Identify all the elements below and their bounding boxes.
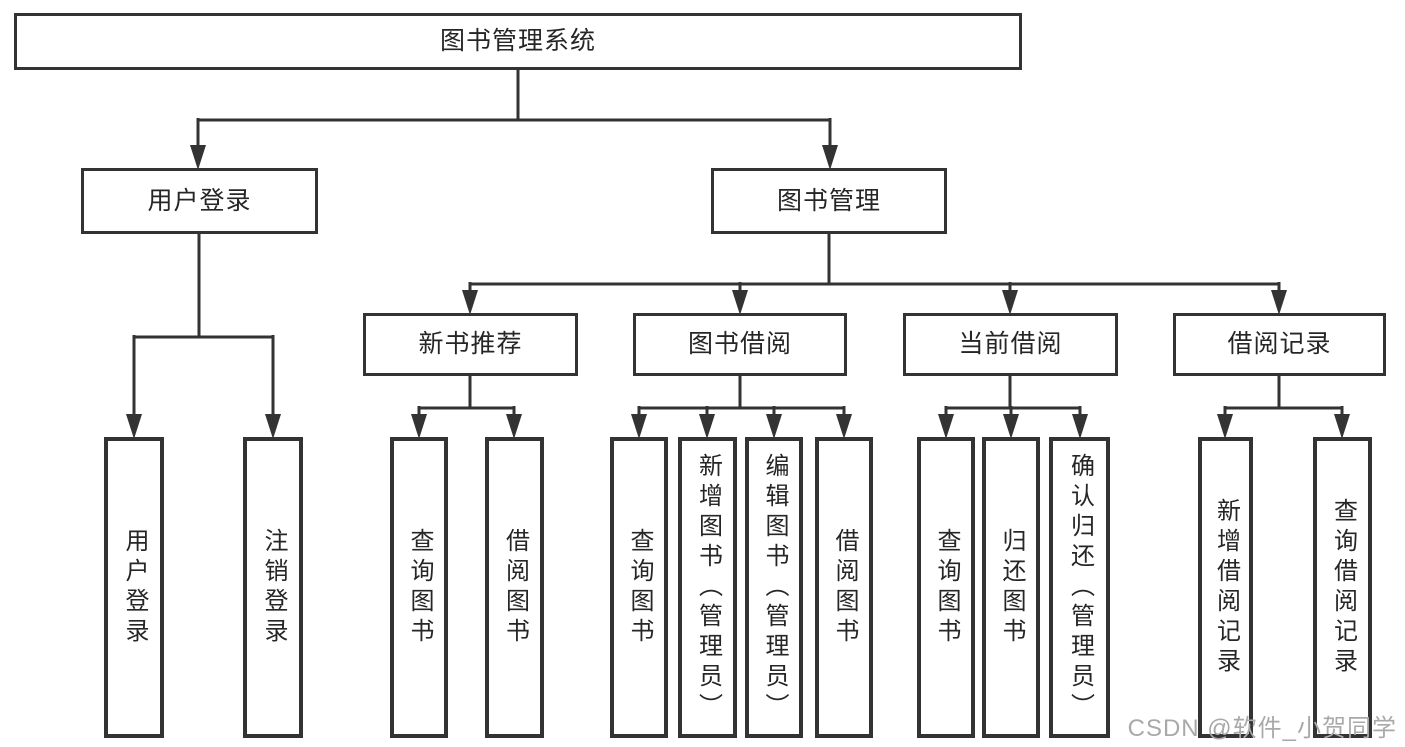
leaf-label: 查询图书 [933, 527, 960, 648]
leaf-label: 查询图书 [406, 527, 433, 648]
arrowhead [822, 145, 838, 170]
connector-user-login [132, 233, 275, 418]
arrowhead [631, 414, 647, 439]
leaf-label: 编辑图书（管理员） [761, 452, 788, 723]
arrowhead [1334, 414, 1350, 439]
leaf-user-login: 用户登录 [104, 437, 164, 738]
connector-current-borrow [944, 375, 1082, 418]
leaf-label: 新增借阅记录 [1212, 497, 1240, 678]
node-label: 图书管理系统 [439, 27, 596, 55]
node-book-borrow: 图书借阅 [633, 313, 847, 376]
leaf-label: 借阅图书 [831, 527, 858, 648]
arrowhead [190, 145, 206, 170]
leaf-label: 归还图书 [998, 527, 1025, 648]
leaf-confirm-return-admin: 确认归还（管理员） [1049, 437, 1110, 738]
leaf-label: 借阅图书 [501, 527, 529, 648]
node-root-library-system: 图书管理系统 [14, 13, 1022, 70]
arrowhead [411, 414, 427, 439]
arrowhead [1003, 414, 1019, 439]
node-borrow-records: 借阅记录 [1173, 313, 1386, 376]
leaf-query-borrow-record: 查询借阅记录 [1313, 437, 1372, 738]
leaf-query-books-current: 查询图书 [917, 437, 975, 738]
arrowhead [938, 414, 954, 439]
node-label: 图书管理 [776, 186, 881, 215]
arrowhead [1002, 290, 1018, 315]
leaf-borrow-books-recommend: 借阅图书 [485, 437, 544, 738]
arrowhead [836, 414, 852, 439]
node-label: 新书推荐 [418, 330, 523, 358]
leaf-add-books-admin: 新增图书（管理员） [678, 437, 737, 738]
leaf-label: 查询图书 [626, 527, 653, 648]
connector-new-book-recommend [417, 375, 516, 418]
arrowhead [699, 414, 715, 439]
node-new-book-recommend: 新书推荐 [363, 313, 578, 376]
leaf-label: 新增图书（管理员） [694, 452, 722, 723]
leaf-label: 注销登录 [260, 527, 287, 648]
leaf-label: 确认归还（管理员） [1066, 452, 1094, 723]
connector-root [196, 69, 832, 150]
connector-book-borrow [637, 375, 846, 418]
connector-book-management [468, 233, 1281, 294]
leaf-query-books-borrow: 查询图书 [610, 437, 668, 738]
node-current-borrow: 当前借阅 [903, 313, 1118, 376]
arrowhead [126, 414, 142, 439]
node-label: 用户登录 [147, 186, 252, 215]
arrowhead [1271, 290, 1287, 315]
node-label: 当前借阅 [958, 330, 1063, 358]
leaf-return-books: 归还图书 [982, 437, 1040, 738]
arrowhead [265, 414, 281, 439]
leaf-logout: 注销登录 [243, 437, 303, 738]
node-label: 借阅记录 [1227, 330, 1332, 358]
watermark: CSDN @软件_小贺同学 [1127, 715, 1397, 742]
arrowhead [1217, 414, 1233, 439]
arrowhead [506, 414, 522, 439]
leaf-borrow-books: 借阅图书 [815, 437, 873, 738]
leaf-label: 用户登录 [121, 527, 148, 648]
leaf-query-books-recommend: 查询图书 [390, 437, 448, 738]
arrowhead [462, 290, 478, 315]
leaf-add-borrow-record: 新增借阅记录 [1198, 437, 1253, 738]
arrowhead [732, 290, 748, 315]
leaf-edit-books-admin: 编辑图书（管理员） [745, 437, 803, 738]
node-book-management: 图书管理 [711, 168, 947, 234]
arrowhead [1072, 414, 1088, 439]
node-label: 图书借阅 [687, 330, 792, 358]
connector-borrow-records [1223, 375, 1344, 418]
node-user-login: 用户登录 [81, 168, 318, 234]
leaf-label: 查询借阅记录 [1329, 497, 1357, 678]
arrowhead [766, 414, 782, 439]
